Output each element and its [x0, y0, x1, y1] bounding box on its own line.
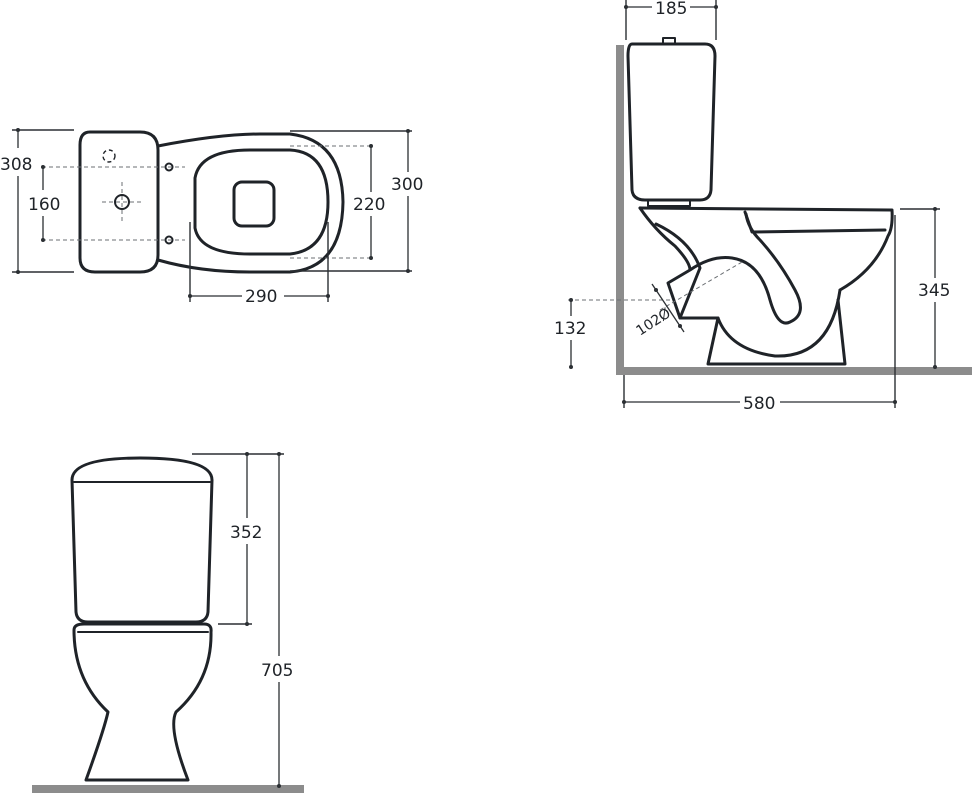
dim-160-label: 160 — [28, 195, 60, 215]
front-view-tank-outline — [70, 456, 214, 624]
top-view-fixing-hole-upper — [164, 162, 174, 172]
dim-160: 160 — [28, 165, 60, 242]
top-view: 308 160 220 300 — [0, 128, 423, 307]
dim-300-label: 300 — [391, 175, 423, 195]
front-view-bowl-outline — [72, 622, 213, 782]
side-view-wall — [616, 45, 624, 375]
side-view-bowl-rim — [638, 206, 894, 292]
top-view-fixing-hole-lower — [164, 235, 174, 245]
dim-185: 185 — [624, 0, 718, 40]
dim-308-label: 308 — [0, 155, 32, 175]
side-view: 185 345 132 102Ø — [554, 0, 972, 414]
dim-580-label: 580 — [743, 394, 775, 414]
top-view-lid-outline — [232, 180, 276, 228]
side-view-floor — [616, 367, 972, 375]
dim-102-label: 102Ø — [633, 305, 673, 339]
dim-308: 308 — [0, 128, 74, 274]
dim-290-label: 290 — [245, 287, 277, 307]
side-view-outlet-axis — [659, 261, 743, 311]
top-view-seat-outline — [193, 148, 330, 256]
top-view-button-hole — [102, 149, 116, 163]
dim-705: 705 — [261, 452, 293, 788]
dim-185-label: 185 — [655, 0, 687, 19]
side-view-bowl-body — [638, 206, 802, 325]
dim-220-label: 220 — [353, 195, 385, 215]
side-view-tank-outline — [626, 42, 717, 202]
dim-290: 290 — [188, 222, 330, 307]
dim-345: 345 — [900, 207, 950, 369]
front-view-floor — [32, 785, 304, 793]
side-view-trap-outer — [654, 222, 842, 358]
side-view-tank-base — [647, 199, 691, 207]
top-view-tank-outline — [78, 130, 160, 274]
dim-300: 300 — [290, 129, 423, 273]
top-view-inlet-hole — [114, 194, 130, 210]
side-view-bowl-inner — [743, 210, 887, 234]
dim-580: 580 — [622, 215, 897, 414]
front-view: 352 705 — [32, 452, 304, 793]
top-view-bowl-outline — [156, 132, 345, 274]
dim-705-label: 705 — [261, 661, 293, 681]
side-view-pedestal — [706, 298, 847, 366]
dim-345-label: 345 — [918, 281, 950, 301]
dim-132-label: 132 — [554, 319, 586, 339]
dim-352: 352 — [192, 452, 284, 626]
dim-352-label: 352 — [230, 523, 262, 543]
dim-132: 132 — [554, 298, 586, 369]
dim-220: 220 — [353, 144, 385, 260]
side-view-flush-button — [662, 37, 676, 45]
